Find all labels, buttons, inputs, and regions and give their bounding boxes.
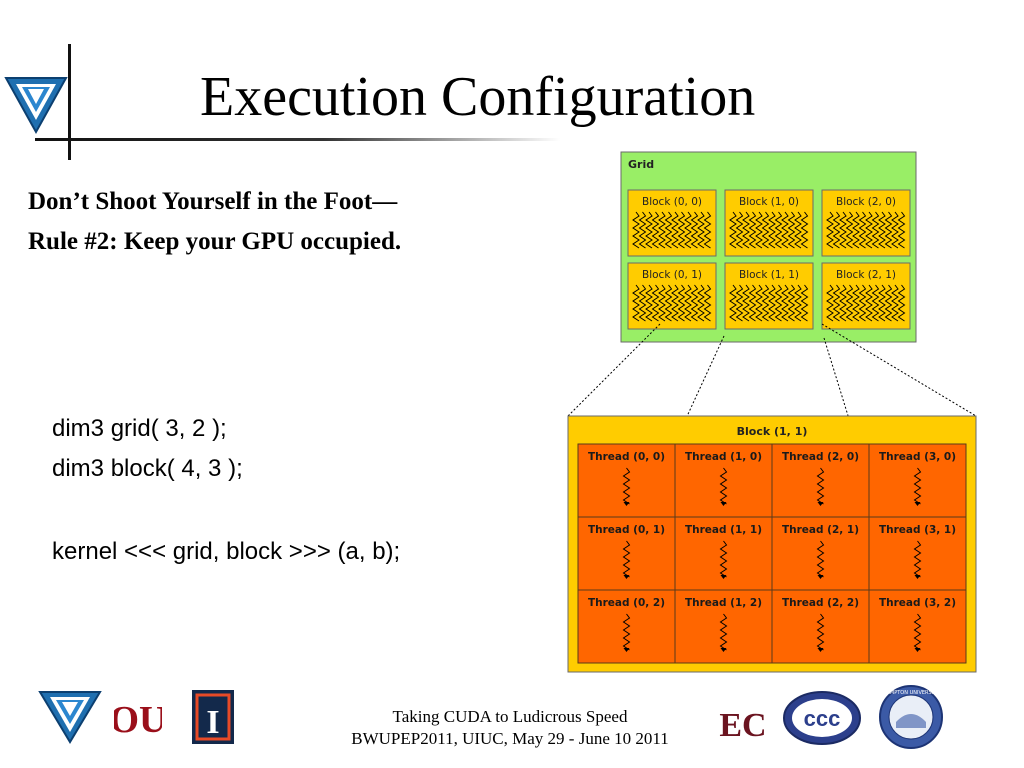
grid-block: Block (1, 0) <box>724 189 814 257</box>
grid-block: Block (2, 0) <box>821 189 911 257</box>
thread-cell: Thread (0, 1) <box>577 516 676 591</box>
ou-logo: OU <box>114 699 162 741</box>
thread-arrowhead <box>817 648 824 652</box>
thread-cell: Thread (2, 2) <box>771 589 870 664</box>
subtitle-line-1: Don’t Shoot Yourself in the Foot— <box>28 188 398 215</box>
svg-text:HAMPTON UNIVERSITY: HAMPTON UNIVERSITY <box>883 690 940 696</box>
thread-label: Thread (2, 2) <box>782 597 859 609</box>
thread-arrowhead <box>623 502 630 506</box>
grid-block-label: Block (2, 1) <box>836 269 896 281</box>
thread-squiggles <box>632 211 712 249</box>
thread-cell: Thread (2, 1) <box>771 516 870 591</box>
subtitle-line-2: Rule #2: Keep your GPU occupied. <box>28 228 402 255</box>
grid-label: Grid <box>628 158 654 171</box>
grid-block: Block (1, 1) <box>724 262 814 330</box>
cuda-grid-diagram: Grid Block (0, 0) Block (1, 0) Block (2, 0… <box>567 151 977 673</box>
thread-arrowhead <box>914 575 921 579</box>
thread-arrowhead <box>720 502 727 506</box>
title-vertical-rule <box>68 44 71 160</box>
thread-squiggles <box>632 284 712 322</box>
thread-squiggles <box>729 211 809 249</box>
thread-squiggles <box>729 284 809 322</box>
thread-label: Thread (1, 1) <box>685 524 762 536</box>
thread-squiggle <box>816 467 825 505</box>
thread-label: Thread (1, 2) <box>685 597 762 609</box>
thread-squiggle <box>816 613 825 651</box>
thread-squiggle <box>622 613 631 651</box>
code-line-kernel: kernel <<< grid, block >>> (a, b); <box>52 538 401 565</box>
grid-block: Block (0, 0) <box>627 189 717 257</box>
svg-text:OU: OU <box>114 699 162 741</box>
block-detail-label: Block (1, 1) <box>737 425 808 438</box>
hampton-university-seal: HAMPTON UNIVERSITY <box>879 685 943 749</box>
thread-label: Thread (0, 2) <box>588 597 665 609</box>
thread-label: Thread (3, 1) <box>879 524 956 536</box>
grid-block: Block (0, 1) <box>627 262 717 330</box>
thread-label: Thread (0, 1) <box>588 524 665 536</box>
svg-text:ccc: ccc <box>804 706 841 731</box>
thread-arrowhead <box>720 648 727 652</box>
svg-text:I: I <box>206 704 219 741</box>
thread-arrowhead <box>914 502 921 506</box>
grid-block-label: Block (1, 0) <box>739 196 799 208</box>
thread-grid: Thread (0, 0) Thread (1, 0) Thread (2, 0) T… <box>577 443 967 664</box>
oscer-logo-icon <box>4 77 68 135</box>
thread-cell: Thread (3, 1) <box>868 516 967 591</box>
thread-squiggles <box>826 284 906 322</box>
grid-block-label: Block (1, 1) <box>739 269 799 281</box>
thread-squiggle <box>719 540 728 578</box>
thread-cell: Thread (0, 2) <box>577 589 676 664</box>
grid-block-label: Block (2, 0) <box>836 196 896 208</box>
code-line-block: dim3 block( 4, 3 ); <box>52 455 243 482</box>
thread-squiggle <box>622 467 631 505</box>
slide-title: Execution Configuration <box>200 66 756 128</box>
thread-arrowhead <box>817 575 824 579</box>
ccc-logo: ccc <box>783 691 861 745</box>
thread-label: Thread (3, 2) <box>879 597 956 609</box>
thread-cell: Thread (3, 2) <box>868 589 967 664</box>
thread-arrowhead <box>720 575 727 579</box>
thread-label: Thread (2, 0) <box>782 451 859 463</box>
thread-cell: Thread (1, 1) <box>674 516 773 591</box>
thread-squiggle <box>719 613 728 651</box>
ec-logo: EC <box>719 707 766 744</box>
thread-squiggle <box>913 467 922 505</box>
thread-arrowhead <box>817 502 824 506</box>
thread-squiggle <box>913 613 922 651</box>
thread-squiggle <box>913 540 922 578</box>
grid-block: Block (2, 1) <box>821 262 911 330</box>
oscer-footer-logo <box>38 691 102 744</box>
thread-arrowhead <box>623 648 630 652</box>
thread-label: Thread (1, 0) <box>685 451 762 463</box>
svg-text:EC: EC <box>719 707 766 744</box>
grid-block-label: Block (0, 1) <box>642 269 702 281</box>
grid-block-label: Block (0, 0) <box>642 196 702 208</box>
thread-label: Thread (3, 0) <box>879 451 956 463</box>
thread-arrowhead <box>914 648 921 652</box>
thread-cell: Thread (1, 0) <box>674 443 773 518</box>
footer-caption: Taking CUDA to Ludicrous Speed BWUPEP201… <box>320 706 700 750</box>
thread-cell: Thread (2, 0) <box>771 443 870 518</box>
title-horizontal-rule <box>35 138 560 141</box>
thread-squiggle <box>816 540 825 578</box>
thread-label: Thread (2, 1) <box>782 524 859 536</box>
code-line-grid: dim3 grid( 3, 2 ); <box>52 415 227 442</box>
thread-cell: Thread (0, 0) <box>577 443 676 518</box>
thread-squiggle <box>622 540 631 578</box>
thread-squiggle <box>719 467 728 505</box>
thread-squiggles <box>826 211 906 249</box>
thread-cell: Thread (1, 2) <box>674 589 773 664</box>
thread-arrowhead <box>623 575 630 579</box>
footer-line-2: BWUPEP2011, UIUC, May 29 - June 10 2011 <box>351 729 669 748</box>
footer-line-1: Taking CUDA to Ludicrous Speed <box>392 707 628 726</box>
thread-cell: Thread (3, 0) <box>868 443 967 518</box>
thread-label: Thread (0, 0) <box>588 451 665 463</box>
illinois-logo: I <box>192 690 234 744</box>
grid-blocks: Block (0, 0) Block (1, 0) Block (2, 0) Bloc… <box>627 189 911 330</box>
